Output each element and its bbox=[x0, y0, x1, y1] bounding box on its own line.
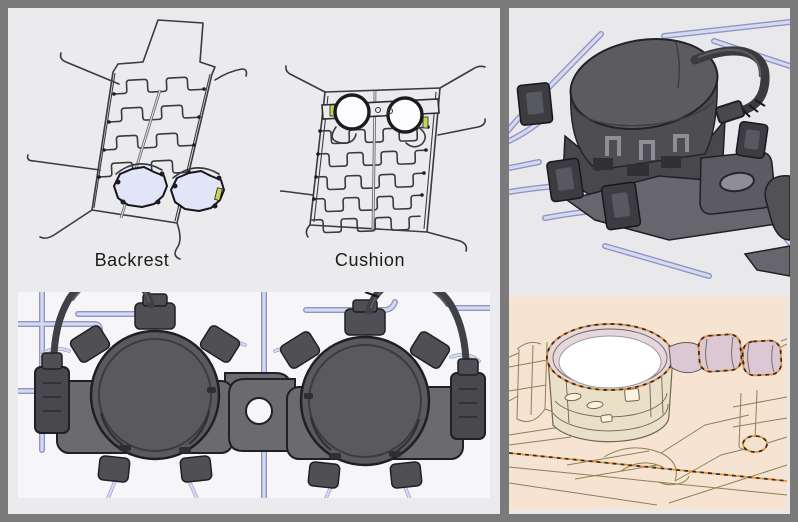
highlighted-ringlet bbox=[742, 435, 768, 453]
cad-wireframe-render bbox=[509, 297, 787, 510]
cushion-zigzag-springs bbox=[311, 125, 430, 234]
tab-oval-hole bbox=[719, 171, 755, 193]
backrest-zigzag-springs bbox=[97, 75, 206, 179]
exciters-render-svg bbox=[18, 292, 490, 498]
backrest-label: Backrest bbox=[94, 250, 170, 270]
cushion-drawing bbox=[280, 65, 486, 252]
connector-lobes-wireframe bbox=[668, 333, 783, 377]
cushion-motor-bracket bbox=[321, 93, 440, 148]
cushion-label: Cushion bbox=[334, 250, 406, 270]
wire-clips bbox=[516, 82, 769, 231]
backrest-wire-arms bbox=[26, 52, 248, 260]
adjacent-motor-fragment bbox=[743, 175, 790, 277]
motor-cylinder-wireframe bbox=[546, 323, 674, 443]
left-panel: Backrest Cushion bbox=[8, 8, 500, 514]
backrest-motor-blob-left bbox=[113, 163, 168, 208]
motor-body bbox=[569, 38, 719, 176]
orange-highlight-path bbox=[509, 452, 787, 482]
cushion-motor-right bbox=[386, 96, 424, 134]
cushion-wire-arms bbox=[280, 65, 486, 252]
motor-cable bbox=[690, 46, 770, 124]
motor-closeup-render bbox=[509, 8, 790, 296]
backrest-drawing bbox=[26, 19, 248, 260]
backrest-motor-blob-right bbox=[170, 167, 225, 212]
exciter-motor-right bbox=[229, 292, 485, 498]
right-panel bbox=[509, 8, 790, 514]
exciters-render bbox=[18, 292, 490, 498]
cad-wireframe-svg bbox=[509, 323, 787, 506]
cushion-motor-left bbox=[333, 93, 371, 131]
panel-divider bbox=[500, 8, 509, 514]
